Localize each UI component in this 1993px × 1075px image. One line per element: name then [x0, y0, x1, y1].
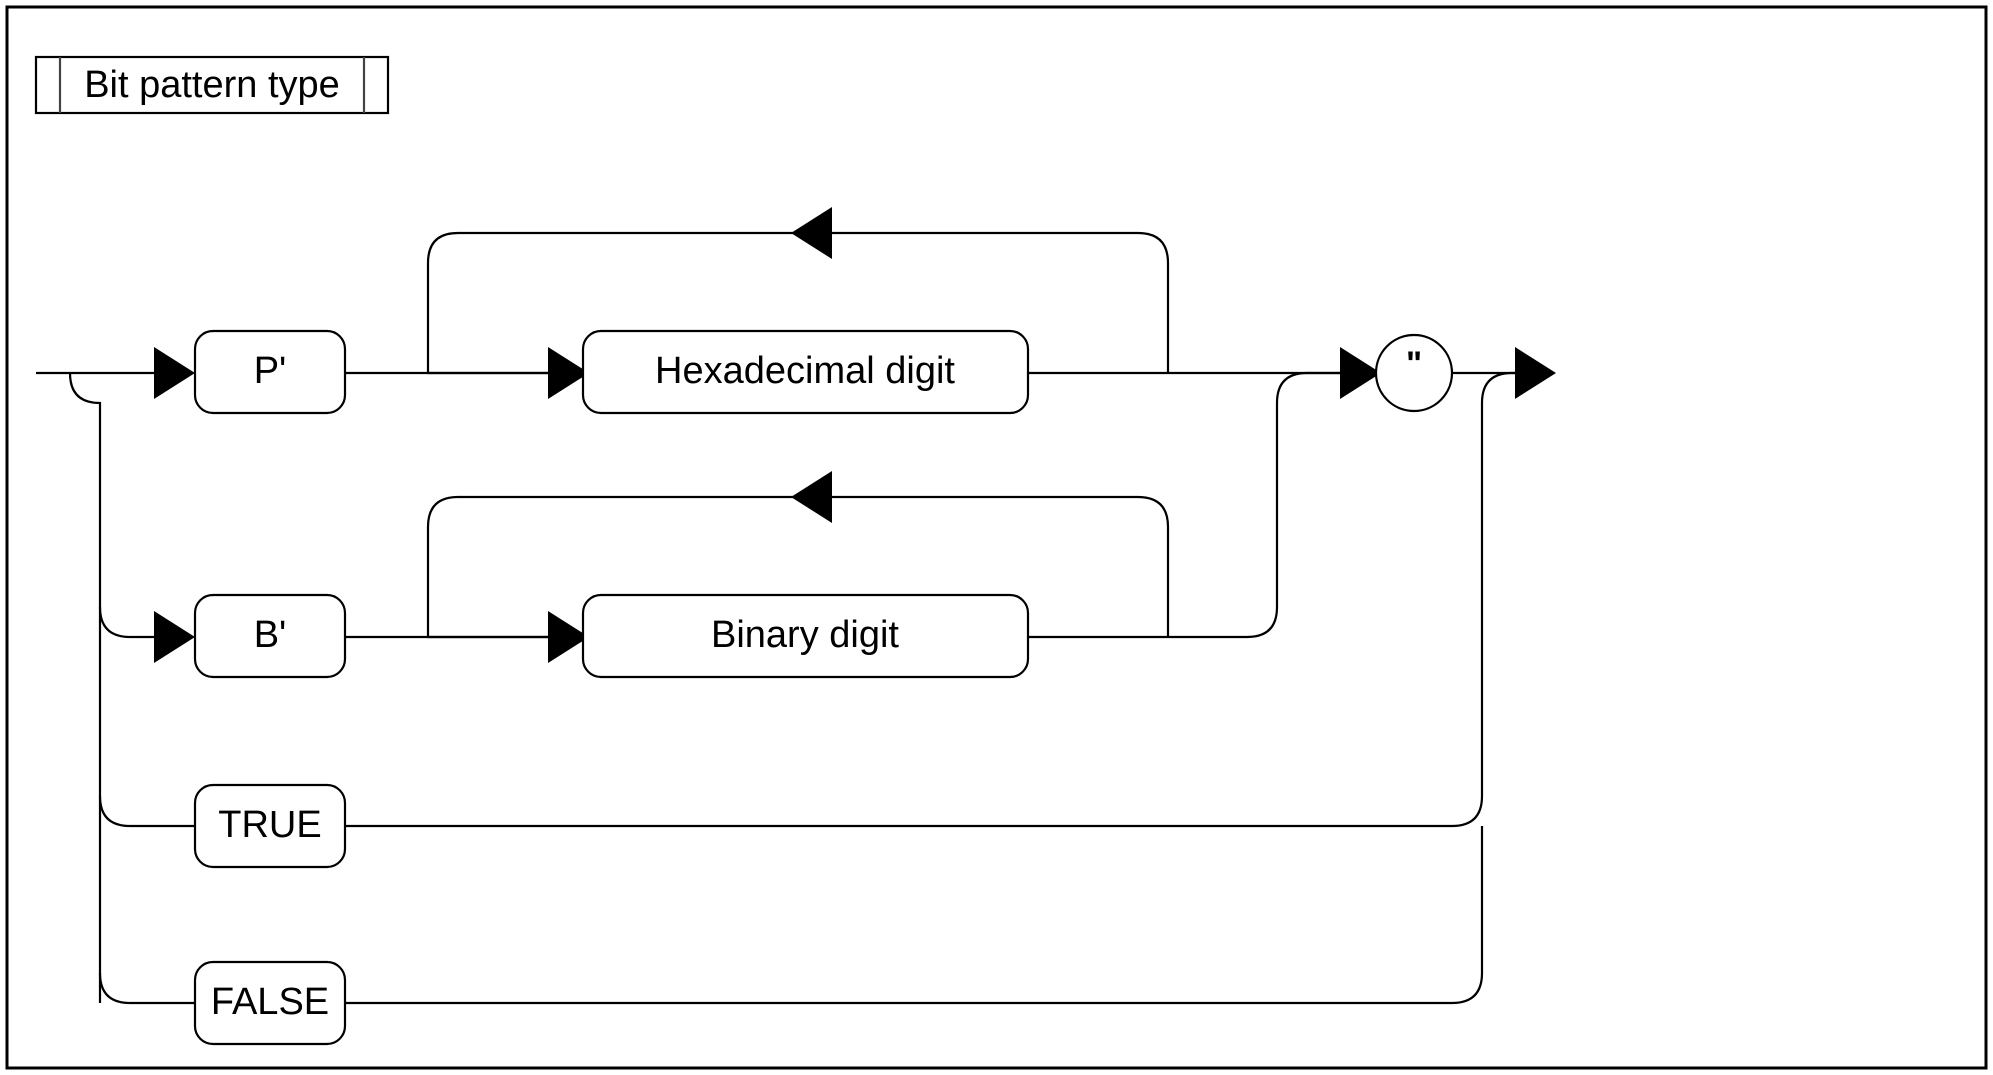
node-b-prime-shape[interactable]: [193, 593, 347, 679]
rail-network: [36, 231, 1515, 1005]
node-quote[interactable]: ": [1374, 333, 1454, 413]
rail-binary-loopback: [426, 495, 1170, 639]
arrow-into-b-prime-icon: [154, 611, 195, 663]
node-false-shape[interactable]: [193, 960, 347, 1046]
arrow-into-quote-icon: [1340, 347, 1381, 399]
diagram-title-box: Bit pattern type: [34, 55, 390, 115]
rail-spine-to-true: [98, 795, 195, 828]
diagram-frame: [5, 5, 1988, 1070]
node-quote-label: ": [1406, 345, 1422, 383]
rail-binary-merge-to-main: [1028, 371, 1340, 639]
node-hexadecimal-digit[interactable]: Hexadecimal digit: [581, 329, 1030, 415]
node-true[interactable]: TRUE: [193, 783, 347, 869]
arrow-into-hexadecimal-digit-icon: [548, 347, 589, 399]
arrow-into-p-prime-icon: [154, 347, 195, 399]
node-p-prime[interactable]: P': [193, 329, 347, 415]
arrow-into-binary-digit-icon: [548, 611, 589, 663]
node-hexadecimal-digit-label: Hexadecimal digit: [655, 350, 955, 392]
node-binary-digit-shape[interactable]: [581, 593, 1030, 679]
node-true-shape[interactable]: [193, 783, 347, 869]
page-title: Bit pattern type: [84, 64, 340, 106]
arrow-exit-icon: [1515, 347, 1556, 399]
node-hexadecimal-digit-shape[interactable]: [581, 329, 1030, 415]
node-p-prime-label: P': [254, 350, 287, 392]
node-b-prime-label: B': [254, 614, 287, 656]
title-box-outline: [34, 55, 390, 115]
rail-left-fork-spine: [68, 372, 102, 1003]
rail-arrow-markers: [154, 207, 1556, 663]
rail-spine-to-false: [98, 972, 195, 1005]
node-true-label: TRUE: [218, 804, 321, 846]
node-p-prime-shape[interactable]: [193, 329, 347, 415]
node-quote-shape[interactable]: [1374, 333, 1454, 413]
node-binary-digit[interactable]: Binary digit: [581, 593, 1030, 679]
rail-spine-to-b-prime: [98, 606, 154, 639]
node-false[interactable]: FALSE: [193, 960, 347, 1046]
arrow-binary-loopback-icon: [791, 471, 832, 523]
rail-true-merge-to-main: [345, 371, 1515, 828]
rail-false-merge-riser: [345, 826, 1484, 1005]
arrow-hexadecimal-loopback-icon: [791, 207, 832, 259]
rail-hexadecimal-loopback: [426, 231, 1170, 375]
node-false-label: FALSE: [211, 981, 329, 1023]
node-binary-digit-label: Binary digit: [711, 614, 899, 656]
node-b-prime[interactable]: B': [193, 593, 347, 679]
